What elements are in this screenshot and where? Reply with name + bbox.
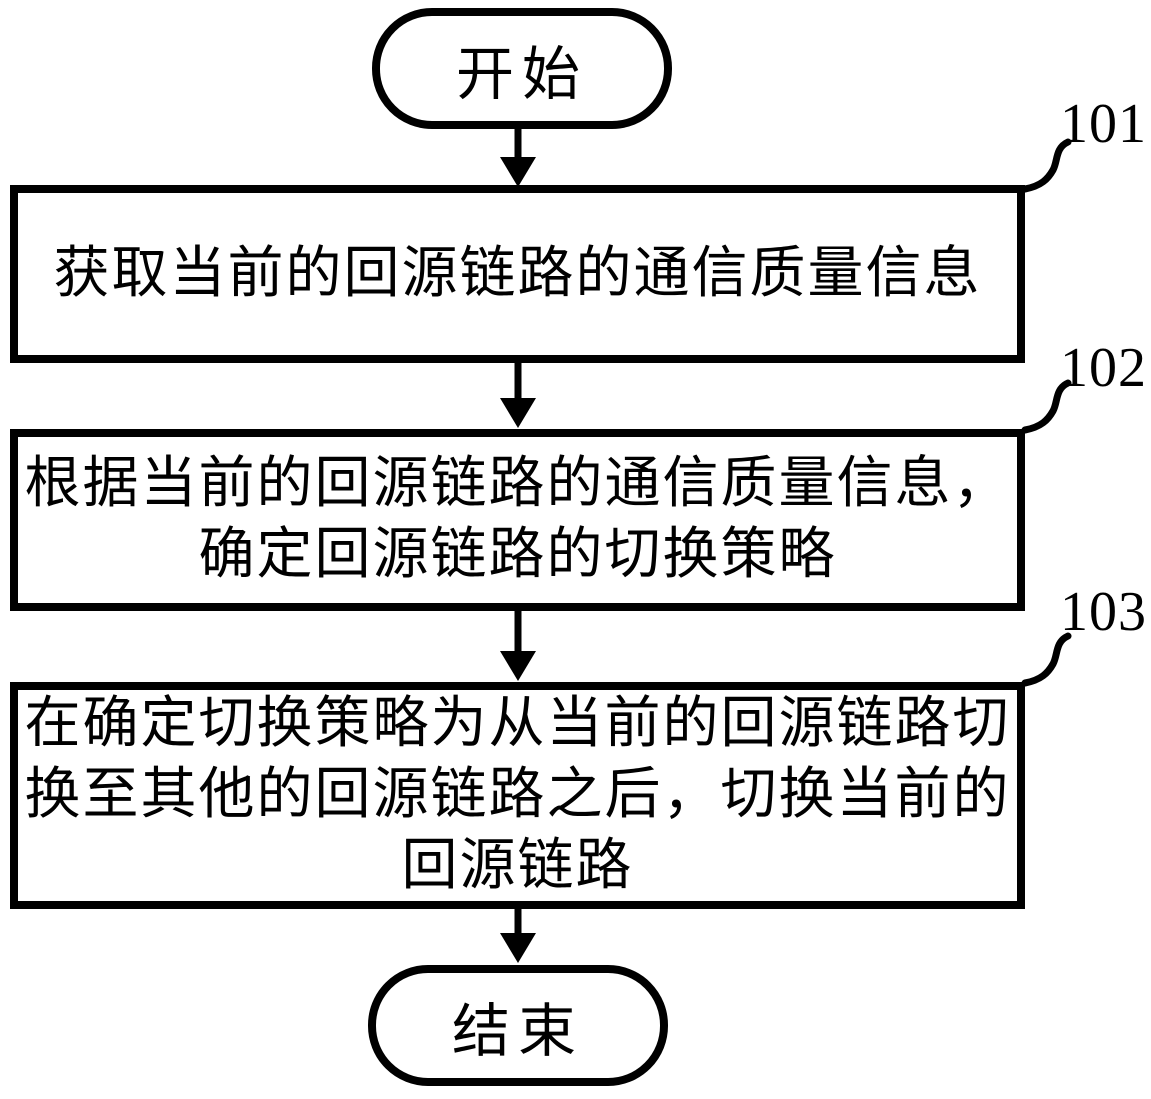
step-box-101: 获取当前的回源链路的通信质量信息 — [10, 185, 1025, 363]
ref-leader-curve-103 — [1021, 632, 1072, 687]
flow-arrow-102-to-103 — [500, 608, 536, 681]
ref-label-102: 102 — [1060, 337, 1147, 399]
step-101-line-1: 获取当前的回源链路的通信质量信息 — [53, 242, 982, 305]
flow-arrow-103-to-end — [500, 906, 536, 963]
flow-arrow-101-to-102 — [500, 360, 536, 428]
ref-label-101: 101 — [1060, 93, 1147, 155]
step-103-line-1: 在确定切换策略为从当前的回源链路切 — [24, 693, 1011, 755]
start-label: 开始 — [455, 41, 588, 107]
ref-label-103: 103 — [1060, 581, 1147, 643]
step-102-line-1: 根据当前的回源链路的通信质量信息， — [24, 453, 1011, 515]
step-box-103: 在确定切换策略为从当前的回源链路切 换至其他的回源链路之后，切换当前的 回源链路 — [10, 682, 1025, 909]
flow-arrow-start-to-101 — [500, 125, 536, 187]
step-102-line-2: 确定回源链路的切换策略 — [198, 524, 837, 586]
end-label: 结束 — [451, 998, 584, 1064]
step-box-102: 根据当前的回源链路的通信质量信息， 确定回源链路的切换策略 — [10, 429, 1025, 611]
step-103-line-2: 换至其他的回源链路之后，切换当前的 — [24, 764, 1011, 826]
start-node: 开始 — [372, 8, 672, 129]
end-node: 结束 — [368, 965, 668, 1086]
step-103-line-3: 回源链路 — [401, 835, 634, 897]
